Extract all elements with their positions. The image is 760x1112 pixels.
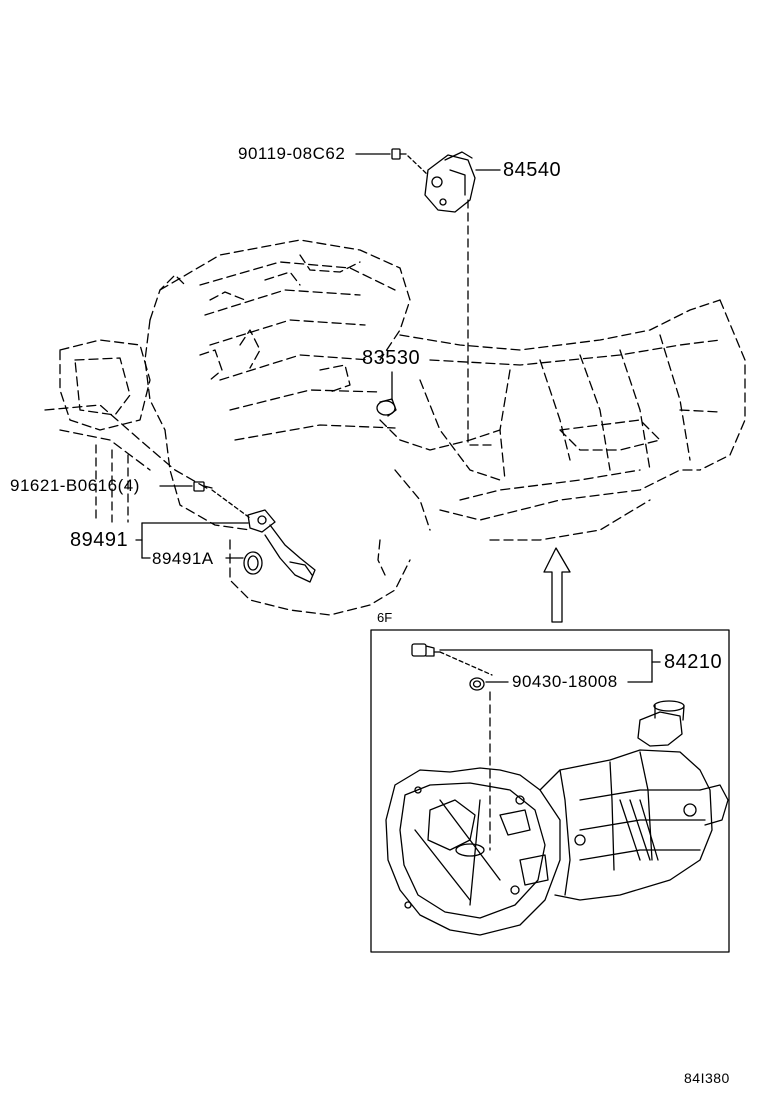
leader-switch-dashed [439,651,493,676]
bracket-89491 [135,522,249,559]
leader-bolt-left-dashed [211,489,251,519]
label-harness: 89491 [70,529,129,551]
harness-guides [95,444,129,523]
label-inset-code: 6F [377,610,393,625]
label-switch: 84210 [664,651,723,673]
engine-assembly [44,239,501,616]
leader-bolt-top-dashed [407,155,429,176]
speed-sensor-part [376,398,397,417]
label-bolt-left: 91621-B0616(4) [10,476,140,495]
oring-part [243,551,263,575]
inset-frame [370,629,730,953]
bracket-84210 [439,649,661,683]
label-bolt-top: 90119-08C62 [238,144,346,163]
backup-switch-part [411,643,441,657]
label-gasket: 90430-18008 [512,672,618,691]
label-sensor-top: 84540 [503,159,562,181]
bolt-top-part [391,148,407,160]
neutral-start-switch-part [424,151,476,213]
harness-part [247,509,316,583]
label-oring: 89491A [152,549,214,568]
pointer-arrow [543,547,571,623]
bolt-left-part [193,481,213,492]
leader-84540-dashed [467,199,493,446]
gasket-part [469,677,485,691]
manual-transmission-part [385,700,729,936]
label-sensor-mid: 83530 [362,347,421,369]
transmission-housing [377,299,746,576]
label-figure-ref: 84I380 [684,1070,730,1086]
